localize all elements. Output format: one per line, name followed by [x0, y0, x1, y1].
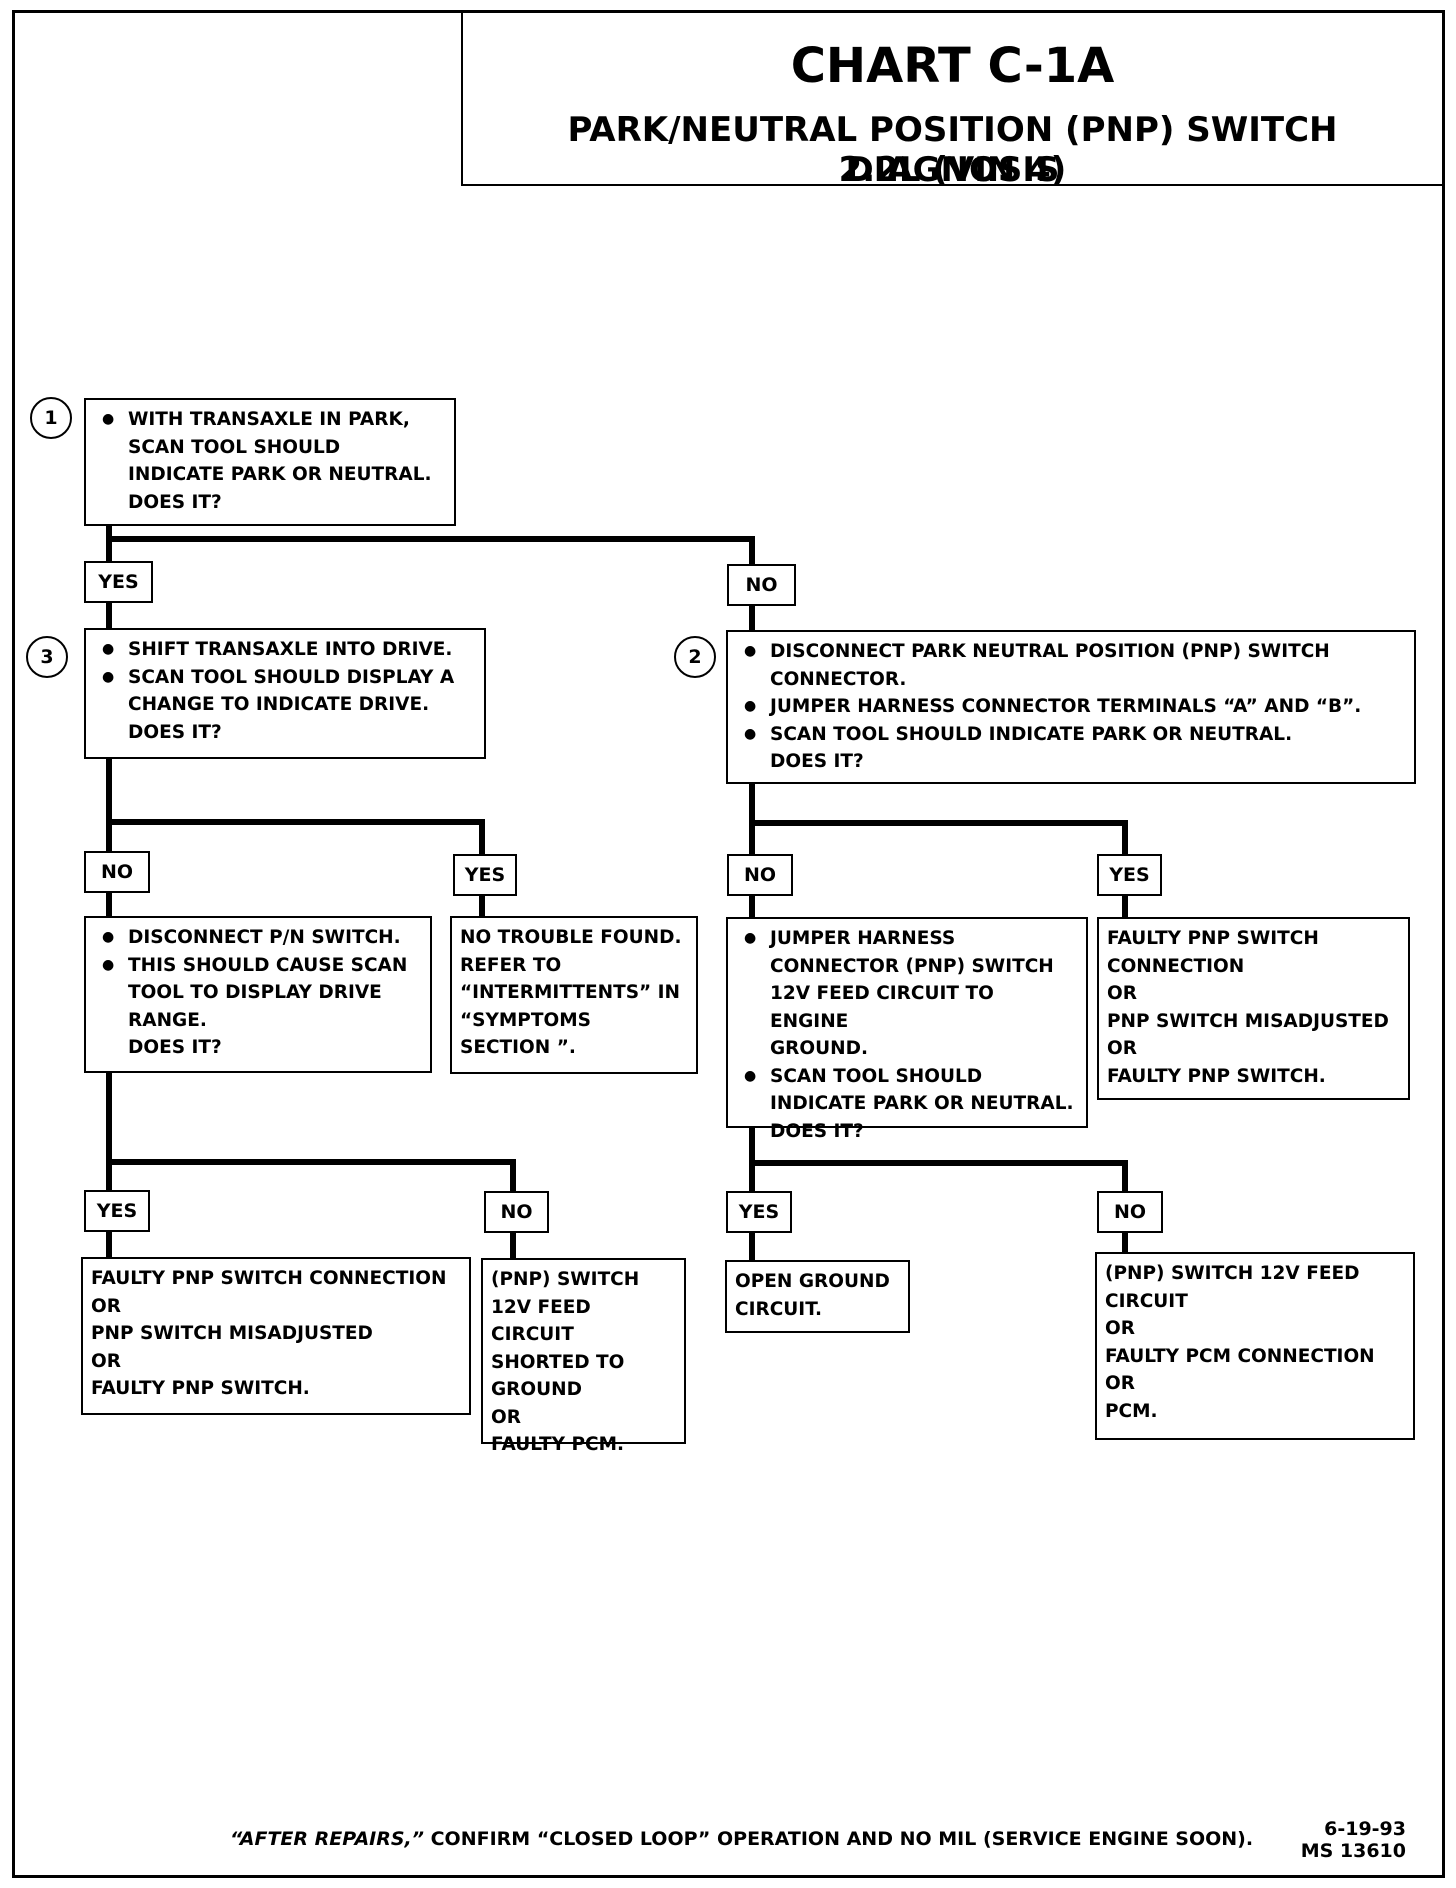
document-date: 6-19-93 MS 13610 — [1301, 1818, 1406, 1862]
step2-box: DISCONNECT PARK NEUTRAL POSITION (PNP) S… — [726, 630, 1416, 784]
faulty-pnp-left-box: FAULTY PNP SWITCH CONNECTION OR PNP SWIT… — [81, 1257, 471, 1415]
feed-circuit-text: (PNP) SWITCH 12V FEED CIRCUIT OR FAULTY … — [1105, 1263, 1375, 1422]
no-label: NO — [727, 854, 793, 896]
title-block: CHART C-1A PARK/NEUTRAL POSITION (PNP) S… — [461, 10, 1442, 190]
shorted-text: (PNP) SWITCH 12V FEED CIRCUIT SHORTED TO… — [491, 1269, 640, 1455]
step3-box: SHIFT TRANSAXLE INTO DRIVE. SCAN TOOL SH… — [84, 628, 486, 759]
step-number-3: 3 — [26, 636, 68, 678]
no-label: NO — [1097, 1191, 1163, 1233]
engine-label: 2.2L (VIN 4) — [838, 150, 1067, 190]
yes-label: YES — [726, 1191, 792, 1233]
confirm-text: CONFIRM “CLOSED LOOP” OPERATION AND NO M… — [424, 1828, 1254, 1850]
footer-note: “AFTER REPAIRS,” CONFIRM “CLOSED LOOP” O… — [230, 1828, 1253, 1850]
open-ground-box: OPEN GROUND CIRCUIT. — [725, 1260, 910, 1333]
after-repairs-text: “AFTER REPAIRS,” — [230, 1828, 424, 1850]
faulty-pnp-left-text: FAULTY PNP SWITCH CONNECTION OR PNP SWIT… — [91, 1268, 447, 1399]
no-trouble-text: NO TROUBLE FOUND. REFER TO “INTERMITTENT… — [460, 927, 682, 1058]
shorted-box: (PNP) SWITCH 12V FEED CIRCUIT SHORTED TO… — [481, 1258, 686, 1455]
disconnect-pn-item-1: DISCONNECT P/N SWITCH. — [94, 924, 422, 952]
ms-number: MS 13610 — [1300, 1840, 1406, 1862]
jumper-harness-box: JUMPER HARNESS CONNECTOR (PNP) SWITCH 12… — [726, 917, 1088, 1142]
date-text: 6-19-93 — [1324, 1818, 1406, 1840]
faulty-pnp-right-text: FAULTY PNP SWITCH CONNECTION OR PNP SWIT… — [1107, 928, 1389, 1087]
step2-item-1: DISCONNECT PARK NEUTRAL POSITION (PNP) S… — [736, 638, 1406, 693]
step1-box: WITH TRANSAXLE IN PARK, SCAN TOOL SHOULD… — [84, 398, 456, 526]
disconnect-pn-item-2: THIS SHOULD CAUSE SCAN TOOL TO DISPLAY D… — [94, 952, 422, 1062]
disconnect-pn-box: DISCONNECT P/N SWITCH. THIS SHOULD CAUSE… — [84, 916, 432, 1073]
step3-item-1: SHIFT TRANSAXLE INTO DRIVE. — [94, 636, 476, 664]
faulty-pnp-right-box: FAULTY PNP SWITCH CONNECTION OR PNP SWIT… — [1097, 917, 1410, 1100]
step3-item-2: SCAN TOOL SHOULD DISPLAY A CHANGE TO IND… — [94, 664, 476, 747]
step2-item-3: SCAN TOOL SHOULD INDICATE PARK OR NEUTRA… — [736, 721, 1406, 776]
chart-title: CHART C-1A — [790, 38, 1115, 94]
open-ground-text: OPEN GROUND CIRCUIT. — [735, 1271, 890, 1320]
no-label: NO — [727, 564, 796, 606]
jumper-harness-item-2: SCAN TOOL SHOULD INDICATE PARK OR NEUTRA… — [736, 1063, 1078, 1146]
yes-label: YES — [84, 561, 153, 603]
chart-subtitle: PARK/NEUTRAL POSITION (PNP) SWITCH DIAGN… — [567, 110, 1338, 190]
yes-label: YES — [453, 854, 517, 896]
yes-label: YES — [1097, 854, 1162, 896]
no-trouble-box: NO TROUBLE FOUND. REFER TO “INTERMITTENT… — [450, 916, 698, 1074]
feed-circuit-box: (PNP) SWITCH 12V FEED CIRCUIT OR FAULTY … — [1095, 1252, 1415, 1440]
step2-item-2: JUMPER HARNESS CONNECTOR TERMINALS “A” A… — [736, 693, 1406, 721]
no-label: NO — [484, 1191, 549, 1233]
step1-text: WITH TRANSAXLE IN PARK, SCAN TOOL SHOULD… — [94, 406, 446, 516]
step-number-2: 2 — [674, 636, 716, 678]
step-number-1: 1 — [30, 397, 72, 439]
no-label: NO — [84, 851, 150, 893]
yes-label: YES — [84, 1190, 150, 1232]
jumper-harness-item-1: JUMPER HARNESS CONNECTOR (PNP) SWITCH 12… — [736, 925, 1078, 1063]
page-frame — [12, 10, 1445, 1878]
